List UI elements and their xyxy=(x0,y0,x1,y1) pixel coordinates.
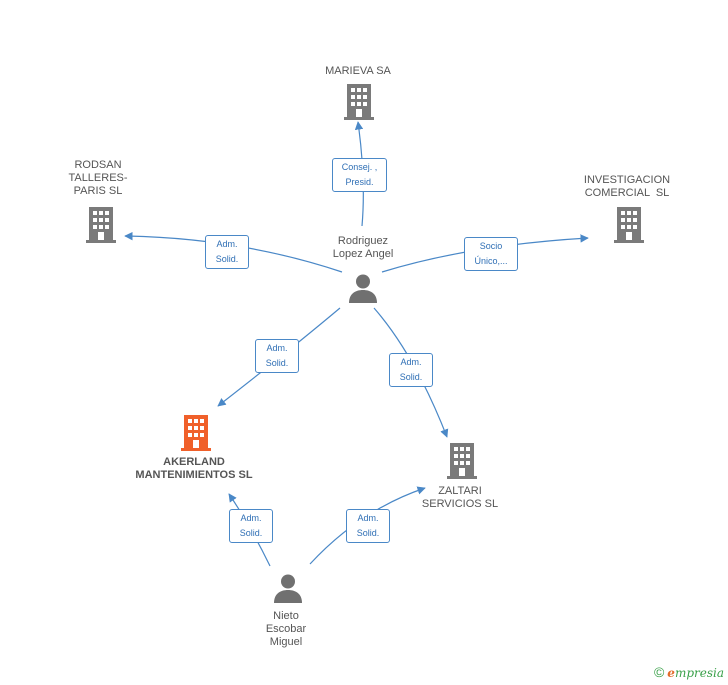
company-name: MARIEVA SA xyxy=(325,65,391,77)
person-name-line: Nieto xyxy=(273,610,299,622)
person-name-line: Lopez Angel xyxy=(332,248,394,260)
company-name-line: MANTENIMIENTOS SL xyxy=(135,469,253,481)
building-icon[interactable] xyxy=(86,207,116,243)
building-icon[interactable] xyxy=(614,207,644,243)
company-name-line: SERVICIOS SL xyxy=(421,498,499,510)
company-name-line: COMERCIAL SL xyxy=(584,187,670,199)
company-name-line: INVESTIGACION xyxy=(583,174,671,186)
building-icon[interactable] xyxy=(447,443,477,479)
relation-label-rodriguez-marieva[interactable]: Consej. , Presid. xyxy=(332,158,387,192)
relation-line: Adm. xyxy=(266,343,288,353)
relation-line: Adm. xyxy=(400,357,422,367)
company-label-investigacion[interactable]: INVESTIGACION COMERCIAL SL xyxy=(572,174,682,200)
relation-line: Solid. xyxy=(265,358,289,368)
main-building-icon[interactable] xyxy=(181,415,211,451)
relation-line: Adm. xyxy=(357,513,379,523)
company-label-marieva[interactable]: MARIEVA SA xyxy=(308,65,408,78)
relation-label-rodriguez-zaltari[interactable]: Adm. Solid. xyxy=(389,353,433,387)
relation-line: Solid. xyxy=(399,372,423,382)
copyright-icon: © xyxy=(653,664,665,680)
person-name-line: Escobar xyxy=(265,623,307,635)
company-label-zaltari[interactable]: ZALTARI SERVICIOS SL xyxy=(410,485,510,511)
person-label-nieto[interactable]: Nieto Escobar Miguel xyxy=(236,610,336,649)
company-name-line: AKERLAND xyxy=(163,456,225,468)
person-icon[interactable] xyxy=(348,273,378,303)
company-name-line: RODSAN xyxy=(74,159,122,171)
relation-label-rodriguez-rodsan[interactable]: Adm. Solid. xyxy=(205,235,249,269)
relation-label-nieto-zaltari[interactable]: Adm. Solid. xyxy=(346,509,390,543)
person-name-line: Miguel xyxy=(269,636,303,648)
relation-label-rodriguez-investigacion[interactable]: Socio Único,... xyxy=(464,237,518,271)
relation-label-rodriguez-akerland[interactable]: Adm. Solid. xyxy=(255,339,299,373)
person-icon[interactable] xyxy=(273,573,303,603)
relation-label-nieto-akerland[interactable]: Adm. Solid. xyxy=(229,509,273,543)
building-icon[interactable] xyxy=(344,84,374,120)
relation-line: Único,... xyxy=(474,256,508,266)
relation-line: Solid. xyxy=(215,254,239,264)
person-name-line: Rodriguez xyxy=(337,235,389,247)
brand-logo-letter: e xyxy=(667,666,675,680)
relation-line: Adm. xyxy=(240,513,262,523)
relation-line: Adm. xyxy=(216,239,238,249)
company-label-rodsan[interactable]: RODSAN TALLERES- PARIS SL xyxy=(48,159,148,198)
relation-line: Socio xyxy=(479,241,503,251)
company-name-line: ZALTARI xyxy=(438,485,482,497)
company-name-line: TALLERES- xyxy=(68,172,128,184)
relation-line: Solid. xyxy=(239,528,263,538)
brand-name: mpresia xyxy=(674,666,724,680)
relation-line: Solid. xyxy=(356,528,380,538)
company-label-akerland[interactable]: AKERLAND MANTENIMIENTOS SL xyxy=(124,456,264,482)
brand-footer[interactable]: ©empresia xyxy=(654,664,724,680)
company-name-line: PARIS SL xyxy=(73,185,123,197)
relation-line: Presid. xyxy=(345,177,374,187)
person-label-rodriguez[interactable]: Rodriguez Lopez Angel xyxy=(313,235,413,261)
relation-line: Consej. , xyxy=(341,162,378,172)
